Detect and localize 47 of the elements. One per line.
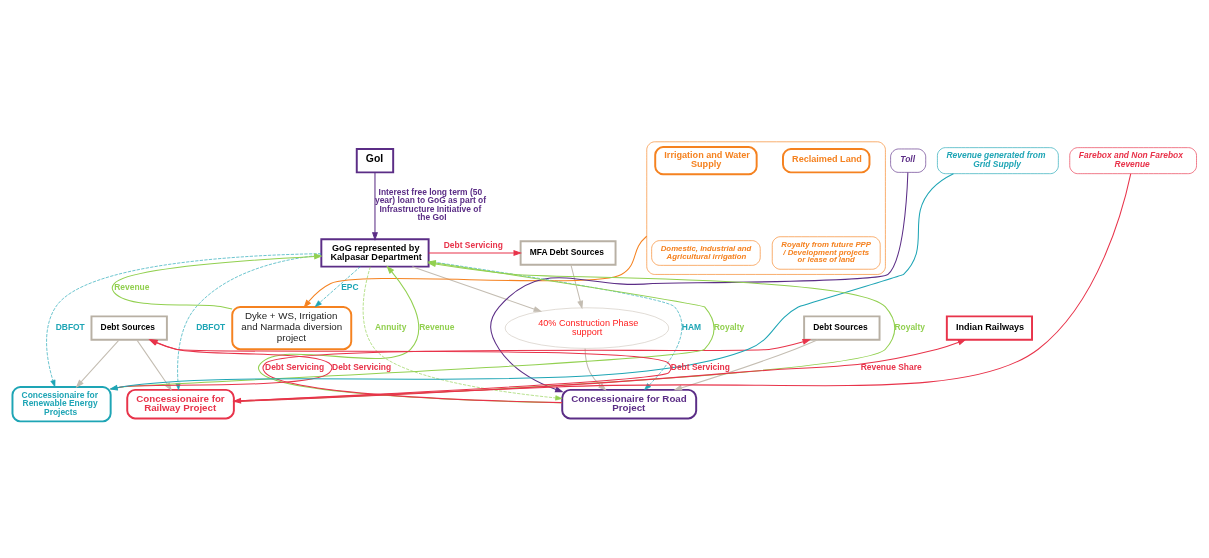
edge-label: Interest free long term (50 year) loan to GoG as part of Infrastructure Initiative of the GoI	[374, 186, 487, 223]
node-box: Concessionaire for Renewable Energy Projects	[11, 385, 112, 423]
arrow	[262, 338, 812, 404]
arrow	[314, 266, 361, 308]
arrow	[233, 339, 967, 403]
node-box: MFA Debt Sources	[519, 240, 617, 266]
node-box: Irrigation and Water Supply	[654, 146, 758, 176]
node-box: GoG represented by Kalpasar Department	[320, 238, 430, 268]
edge-label: HAM	[681, 321, 702, 332]
arrow	[46, 253, 322, 388]
edge-label: Royalty	[894, 321, 925, 332]
arrow	[570, 264, 584, 310]
edge-label: Debt Servicing	[332, 361, 392, 372]
arrow	[75, 339, 120, 388]
node-box: Debt Sources	[803, 315, 881, 341]
arrow	[175, 254, 322, 391]
edge-label: Annuity	[374, 321, 407, 332]
edge-label: Debt Servicing	[265, 361, 325, 372]
node-box: Farebox and Non Farebox Revenue	[1069, 147, 1197, 174]
arrow	[371, 171, 378, 241]
arrow	[411, 266, 543, 312]
node-box: Debt Sources	[90, 315, 168, 341]
node-box: Indian Railways	[945, 315, 1033, 341]
node-box: Toll	[890, 148, 927, 173]
arrow	[232, 173, 1132, 404]
cluster	[646, 141, 886, 275]
edge-label: Revenue	[419, 321, 455, 332]
edge-label: EPC	[341, 281, 359, 292]
arrow	[584, 347, 607, 391]
edge-label: DBFOT	[55, 321, 85, 332]
edge-label: Revenue	[114, 281, 150, 292]
arrow	[303, 235, 648, 309]
arrow	[673, 339, 819, 391]
edge-label: Royalty	[713, 321, 745, 332]
arrow	[428, 250, 523, 256]
edge-label: Revenue Share	[860, 361, 922, 372]
node-box: Revenue generated from Grid Supply	[937, 147, 1059, 174]
edge-label: DBFOT	[196, 321, 226, 332]
node-box: GoI	[355, 148, 395, 174]
node-box: Concessionaire for Road Project	[561, 388, 698, 420]
arrow	[362, 266, 563, 401]
arrow	[490, 172, 909, 393]
arrow	[111, 253, 323, 310]
node-box: Reclaimed Land	[782, 148, 871, 174]
node-box: Concessionaire for Railway Project	[126, 388, 235, 420]
edge-label: Debt Servicing	[443, 240, 503, 251]
node-box: Dyke + WS, Irrigation and Narmada diversion project	[231, 306, 353, 351]
